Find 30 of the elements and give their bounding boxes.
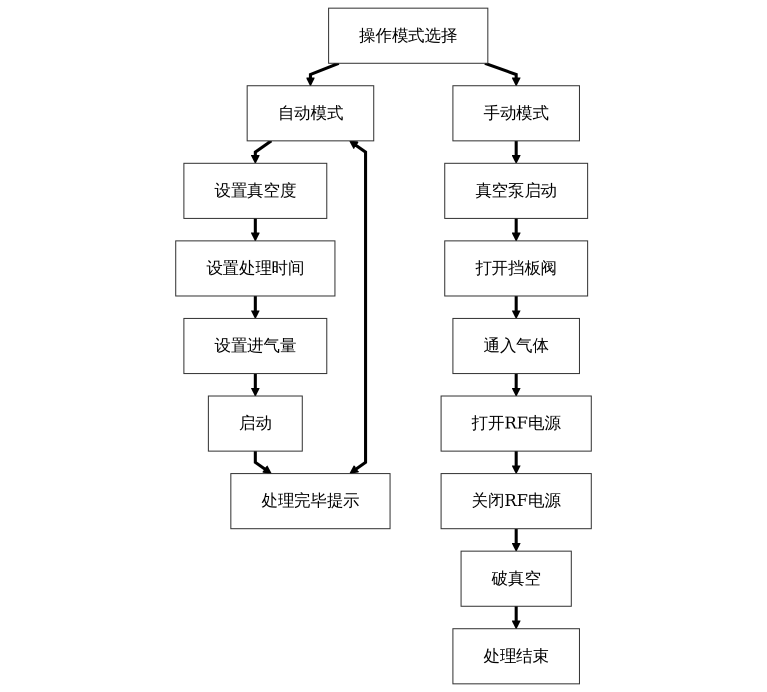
- node-box: 操作模式选择: [328, 8, 488, 64]
- node-box: 设置处理时间: [175, 240, 336, 296]
- arrow: [306, 62, 340, 86]
- node-box: 处理完毕提示: [230, 473, 391, 530]
- arrow: [250, 140, 272, 164]
- arrow: [250, 374, 260, 396]
- arrow: [484, 62, 521, 86]
- node-box: 启动: [208, 396, 303, 452]
- node-box: 自动模式: [246, 85, 374, 142]
- arrow: [250, 218, 260, 242]
- node-box: 设置进气量: [183, 318, 328, 374]
- node-box: 处理结束: [452, 628, 580, 684]
- arrow: [512, 296, 521, 319]
- node-box: 打开RF电源: [440, 396, 592, 452]
- arrow: [512, 451, 521, 474]
- node-box: 手动模式: [452, 85, 580, 142]
- arrow: [254, 451, 272, 474]
- node-box: 通入气体: [452, 318, 580, 374]
- arrow: [512, 606, 521, 630]
- node-box: 破真空: [460, 550, 572, 607]
- arrow: [512, 140, 521, 164]
- arrow: [512, 374, 521, 396]
- arrow: [349, 140, 368, 474]
- arrow: [512, 528, 521, 552]
- node-box: 真空泵启动: [444, 162, 588, 219]
- arrow: [250, 296, 260, 319]
- node-box: 关闭RF电源: [440, 473, 592, 530]
- arrow: [512, 218, 521, 242]
- node-box: 打开挡板阀: [444, 240, 588, 296]
- node-box: 设置真空度: [183, 162, 328, 219]
